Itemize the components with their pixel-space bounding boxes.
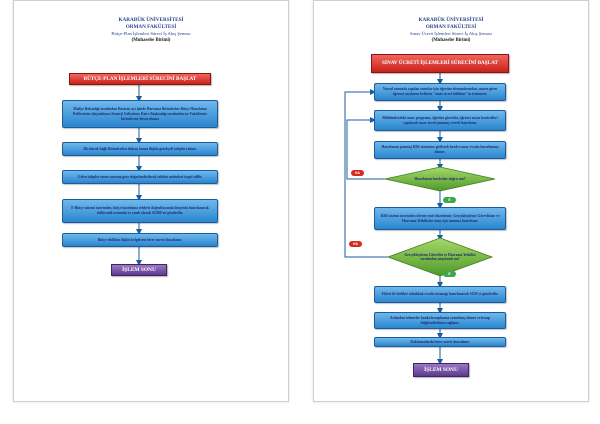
loop-back-line [344,89,388,258]
process-step-1: Maliye Bakanlığı tarafından Haziran ayı … [62,100,218,128]
unit-title: (Muhasebe Birimi) [131,38,171,43]
process-step-6: Ardından ödemeler banka hesaplarına yatı… [374,312,506,329]
decision-diamond-2 [386,237,494,277]
university-title: KARABÜK ÜNİVERSİTESİ [418,17,484,23]
process-step-4: KBS sistemi üzerinden ödeme emri düzenle… [374,207,506,230]
process-step-5: Ekleri ile birlikte tahakkuk evrakı tuta… [374,286,506,303]
decision-2-text: Gerçekleştirme Görevlisi ve Harcama Yetk… [404,252,476,261]
process-step-2: İlk olarak bağlı Birimlerden ihtiyaç lar… [62,142,218,156]
process-step-3: Gelen talepler önem sırasına göre değerl… [62,170,218,184]
start-node: SINAV ÜCRETİ İŞLEMLERİ SÜRECİNİ BAŞLAT [371,54,509,73]
no-label-2: HA [349,241,362,247]
process-title: Bütçe-Plan İşlemleri Süreci İş Akış Şema… [111,31,191,36]
unit-title: (Muhasebe Birimi) [431,38,471,43]
left-flowchart-page: KARABÜK ÜNİVERSİTESİ ORMAN FAKÜLTESİ Büt… [13,0,289,402]
process-title: Sınav Ücreti İşlemleri Süreci İş Akış Şe… [410,31,492,36]
decision-1-text: Hazırlanan bordrolar doğru mu? [414,176,466,181]
yes-label-1: E [443,197,456,203]
process-step-7: Dokümanlarda birer sureti dosyalanır. [374,337,506,347]
process-step-4: E-Bütçe sistemi üzerinden, bütçe hazırla… [62,199,218,223]
process-step-2: Bildirimlerdeki sınav programı, öğretim … [374,110,506,131]
no-label-1: HA [351,170,364,176]
decision-diamond-1 [384,166,496,192]
left-connectors [136,85,142,266]
end-node: İŞLEM SONU [413,363,469,377]
start-node: BÜTÇE-PLAN İŞLEMLERİ SÜRECİNİ BAŞLAT [69,73,211,85]
process-step-1: Yarıyıl sonunda yapılan sınavlar için öğ… [374,83,506,101]
university-title: KARABÜK ÜNİVERSİTESİ [118,17,184,23]
process-step-3: Hazırlanan puantaj KBS sistemine giriler… [374,141,506,159]
right-connectors [344,73,496,365]
end-node: İŞLEM SONU [111,264,167,276]
faculty-title: ORMAN FAKÜLTESİ [425,24,477,30]
process-step-5: Bütçe teklifine ilişkin belgelerin birer… [62,233,218,247]
yes-label-2: E [443,271,456,277]
right-flowchart-page: KARABÜK ÜNİVERSİTESİ ORMAN FAKÜLTESİ Sın… [313,0,589,402]
loop-back-line [346,117,385,180]
faculty-title: ORMAN FAKÜLTESİ [125,24,177,30]
